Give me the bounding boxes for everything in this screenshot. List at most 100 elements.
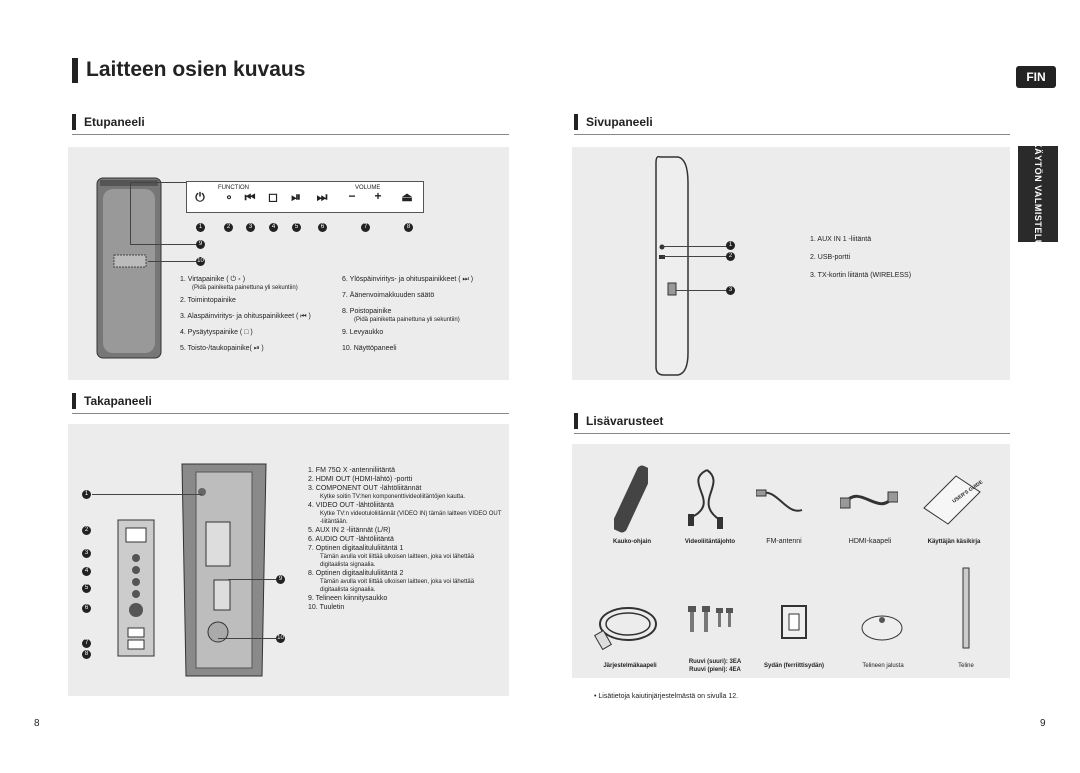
list-item: 10. Tuuletin bbox=[308, 604, 345, 611]
list-item: 10. Näyttöpaneeli bbox=[342, 345, 397, 352]
callout-3: 3 bbox=[82, 549, 91, 558]
accessories-area: USER'S GUIDE Kauko-ohjain Videoliitäntäj… bbox=[572, 444, 1010, 678]
accessory-label: FM-antenni bbox=[766, 538, 802, 545]
callout-2: 2 bbox=[82, 526, 91, 535]
list-item: 7. Optinen digitaalitululiitäntä 1 bbox=[308, 545, 404, 552]
front-heading: Etupaneeli bbox=[84, 115, 145, 129]
list-item-note: Kytke soitin TV:hen komponenttivideoliit… bbox=[320, 494, 466, 500]
accessory-label: Sydän (ferriittisydän) bbox=[763, 663, 824, 669]
accessory-label: Ruuvi (pieni): 4EA bbox=[689, 667, 741, 673]
list-item: 6. AUDIO OUT -lähtöliitäntä bbox=[308, 536, 394, 543]
accessory-label: Telineen jalusta bbox=[862, 663, 904, 669]
list-item: 9. Levyaukko bbox=[342, 329, 384, 336]
callout-1: 1 bbox=[726, 241, 735, 250]
language-tab: FIN bbox=[1016, 66, 1056, 88]
eject-icon: ⏏ bbox=[401, 190, 413, 204]
list-item-note: Kytke TV:n videotuloliitännät (VIDEO IN)… bbox=[320, 511, 502, 525]
callout-10: 10 bbox=[196, 257, 205, 266]
back-unit-illustration bbox=[181, 463, 267, 677]
callout-9: 9 bbox=[276, 575, 285, 584]
list-item: 6. Ylöspäinviritys- ja ohituspainikkeet … bbox=[342, 276, 474, 283]
callout-5: 5 bbox=[82, 584, 91, 593]
accessory-label: HDMI-kaapeli bbox=[848, 538, 892, 545]
list-item: 5. AUX IN 2 -liitännät (L/R) bbox=[308, 527, 391, 534]
function-icon: ∘ bbox=[225, 190, 233, 204]
list-item: 8. Poistopainike bbox=[342, 308, 392, 315]
list-item-note: (Pidä painiketta painettuna yli sekuntii… bbox=[192, 285, 298, 291]
list-item: 8. Optinen digitaalitululiitäntä 2 bbox=[308, 570, 404, 577]
list-item: 5. Toisto-/taukopainike( ⏯ ) bbox=[180, 345, 264, 352]
callout-1: 1 bbox=[196, 223, 205, 232]
screws-image bbox=[688, 606, 733, 632]
page-number-right: 9 bbox=[1040, 718, 1046, 729]
video-cable-image bbox=[688, 469, 723, 529]
skip-forward-icon: ⏭ bbox=[316, 190, 328, 204]
list-item-note: Tämän avulla voit liittää ulkoisen laitt… bbox=[320, 579, 475, 593]
skip-back-icon: ⏮ bbox=[244, 190, 256, 204]
callout-3: 3 bbox=[246, 223, 255, 232]
leader-line bbox=[676, 290, 728, 291]
callout-5: 5 bbox=[292, 223, 301, 232]
leader-line bbox=[662, 246, 728, 247]
front-unit-illustration bbox=[96, 177, 162, 359]
list-item: 1. FM 75Ω X -antenniliitäntä bbox=[308, 467, 395, 474]
hdmi-cable-image bbox=[840, 491, 898, 509]
accessory-label: Kauko-ohjain bbox=[612, 539, 651, 545]
side-unit-illustration bbox=[655, 155, 689, 376]
list-item: 3. COMPONENT OUT -lähtöliitännät bbox=[308, 485, 422, 492]
list-item-note: Tämän avulla voit liittää ulkoisen laitt… bbox=[320, 554, 475, 568]
list-item: 2. USB-portti bbox=[810, 254, 851, 261]
leader-line bbox=[92, 494, 202, 495]
divider bbox=[574, 433, 1010, 434]
side-list: 1. AUX IN 1 -liitäntä 2. USB-portti 3. T… bbox=[810, 235, 1000, 280]
list-item: 7. Äänenvoimakkuuden säätö bbox=[342, 292, 435, 299]
stop-icon: ◻ bbox=[268, 190, 278, 204]
callout-7: 7 bbox=[361, 223, 370, 232]
list-item: 2. Toimintopainike bbox=[180, 297, 236, 304]
fm-antenna-image bbox=[756, 489, 803, 512]
accessory-label: Teline bbox=[958, 663, 974, 669]
list-item-note: (Pidä painiketta painettuna yli sekuntii… bbox=[354, 317, 460, 323]
divider bbox=[574, 134, 1010, 135]
front-list-right: 6. Ylöspäinviritys- ja ohituspainikkeet … bbox=[342, 275, 502, 353]
section-bar bbox=[574, 114, 578, 130]
back-connector-zoom bbox=[117, 519, 155, 657]
function-label: FUNCTION bbox=[218, 185, 249, 191]
leader-line bbox=[148, 261, 196, 262]
accessory-label: Järjestelmäkaapeli bbox=[603, 663, 657, 669]
callout-8: 8 bbox=[404, 223, 413, 232]
back-panel-area: 1 2 3 4 5 6 7 8 9 10 1. FM 75Ω X -antenn… bbox=[68, 424, 509, 696]
leader-line bbox=[130, 182, 186, 183]
side-heading: Sivupaneeli bbox=[586, 115, 653, 129]
control-panel-zoom bbox=[186, 181, 424, 213]
user-manual-image bbox=[923, 475, 981, 525]
callout-7: 7 bbox=[82, 639, 91, 648]
system-cable-image bbox=[594, 607, 657, 651]
leader-line bbox=[130, 182, 131, 244]
back-heading: Takapaneeli bbox=[84, 394, 152, 408]
callout-6: 6 bbox=[318, 223, 327, 232]
side-panel-area: 1 2 3 1. AUX IN 1 -liitäntä 2. USB-portt… bbox=[572, 147, 1010, 380]
callout-8: 8 bbox=[82, 650, 91, 659]
play-pause-icon: ⏯ bbox=[291, 190, 301, 204]
section-bar bbox=[72, 114, 76, 130]
callout-10: 10 bbox=[276, 634, 285, 643]
side-tab-label: KÄYTÖN VALMISTELU bbox=[1033, 141, 1043, 247]
list-item: 9. Telineen kiinnitysaukko bbox=[308, 595, 388, 602]
accessory-label: Käyttäjän käsikirja bbox=[927, 539, 981, 545]
callout-6: 6 bbox=[82, 604, 91, 613]
section-bar bbox=[72, 393, 76, 409]
volume-label: VOLUME bbox=[355, 185, 381, 191]
side-tab: KÄYTÖN VALMISTELU bbox=[1018, 141, 1058, 247]
front-panel-area: FUNCTION VOLUME ⏻ ∘ ⏮ ◻ ⏯ ⏭ − + ⏏ 1 2 3 … bbox=[68, 147, 509, 380]
section-bar bbox=[574, 413, 578, 429]
stand-base-image bbox=[861, 615, 903, 641]
page-title: Laitteen osien kuvaus bbox=[86, 58, 306, 81]
list-item: 1. Virtapainike ( ⏻ ∘ ) bbox=[180, 276, 246, 283]
leader-line bbox=[228, 579, 276, 580]
divider bbox=[72, 413, 509, 414]
list-item: 3. TX-kortin liitäntä (WIRELESS) bbox=[810, 272, 912, 279]
accessory-label: Videoliitäntäjohto bbox=[684, 539, 736, 545]
accessory-label: Ruuvi (suuri): 3EA bbox=[688, 659, 742, 665]
volume-up-icon: + bbox=[374, 189, 382, 203]
